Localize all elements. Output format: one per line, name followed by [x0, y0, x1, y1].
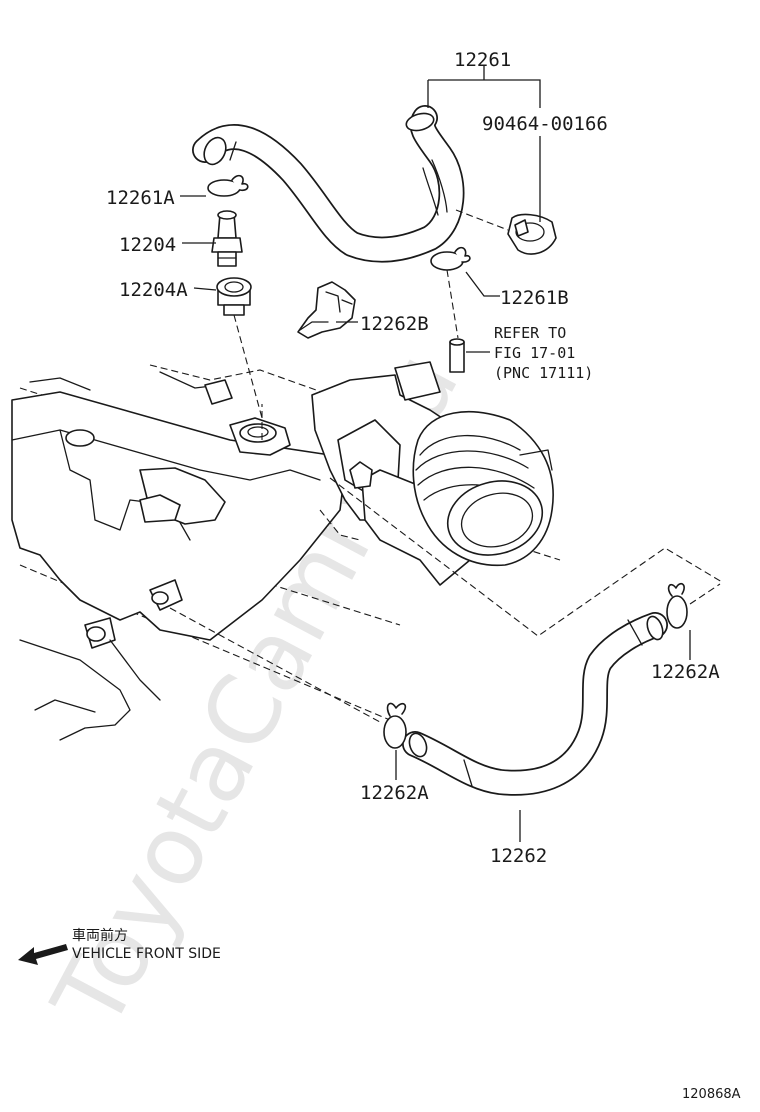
label-90464-00166: 90464-00166	[482, 113, 608, 135]
label-12261A: 12261A	[106, 187, 175, 209]
pcv-valve-12204	[211, 210, 243, 267]
label-12204A: 12204A	[119, 279, 188, 301]
grommet-12204A	[216, 277, 252, 316]
label-12262A-left: 12262A	[360, 782, 429, 804]
clip-12262A-left	[383, 702, 407, 749]
clip-12261B	[430, 246, 471, 271]
pipe-stub	[449, 338, 465, 373]
refer-line-2: FIG 17-01	[494, 344, 575, 362]
label-12262B: 12262B	[360, 313, 429, 335]
refer-line-1: REFER TO	[494, 324, 566, 342]
refer-line-3: (PNC 17111)	[494, 364, 593, 382]
clip-12262A-right	[666, 582, 688, 629]
bracket-12262B	[297, 281, 356, 339]
direction-label-en: VEHICLE FRONT SIDE	[72, 946, 221, 962]
label-12204: 12204	[119, 234, 176, 256]
direction-label-jp: 車両前方	[72, 927, 128, 944]
clip-12261A	[207, 174, 249, 197]
label-12262: 12262	[490, 845, 547, 867]
throttle-body	[311, 361, 554, 586]
hose-12262	[402, 612, 668, 796]
vehicle-front-indicator: 車両前方 VEHICLE FRONT SIDE	[18, 927, 221, 965]
figure-code: 120868A	[682, 1087, 741, 1102]
leader-lines	[180, 66, 691, 842]
label-12262A-right: 12262A	[651, 661, 720, 683]
arrow-left-icon	[18, 944, 68, 965]
label-12261B: 12261B	[500, 287, 569, 309]
hose-12261	[192, 105, 465, 263]
label-12261: 12261	[454, 49, 511, 71]
clamp-90464-00166	[507, 213, 557, 255]
